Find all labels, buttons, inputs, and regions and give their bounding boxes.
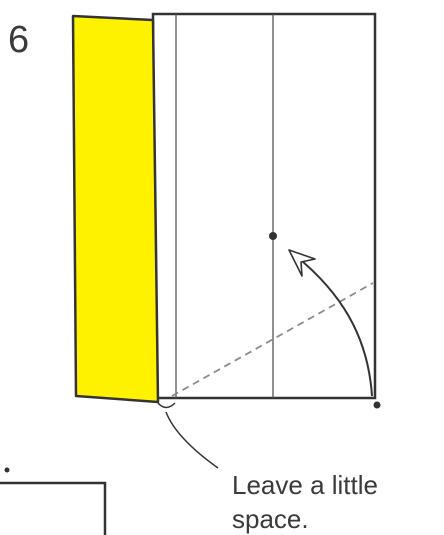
callout-leader [165, 411, 219, 469]
callout-line-1: Leave a little [232, 470, 378, 500]
folded-flap [71, 14, 160, 404]
callout-line-2: space. [232, 504, 309, 534]
next-step-dot [4, 467, 10, 473]
gap-marker [157, 402, 176, 409]
paper-sheet [151, 12, 377, 400]
corner-dot [373, 401, 381, 409]
next-step-partial-sheet [0, 481, 107, 535]
step-number: 6 [8, 19, 29, 61]
target-dot [269, 232, 277, 240]
fold-arrow-head [288, 249, 316, 277]
fold-arrow [295, 255, 373, 397]
